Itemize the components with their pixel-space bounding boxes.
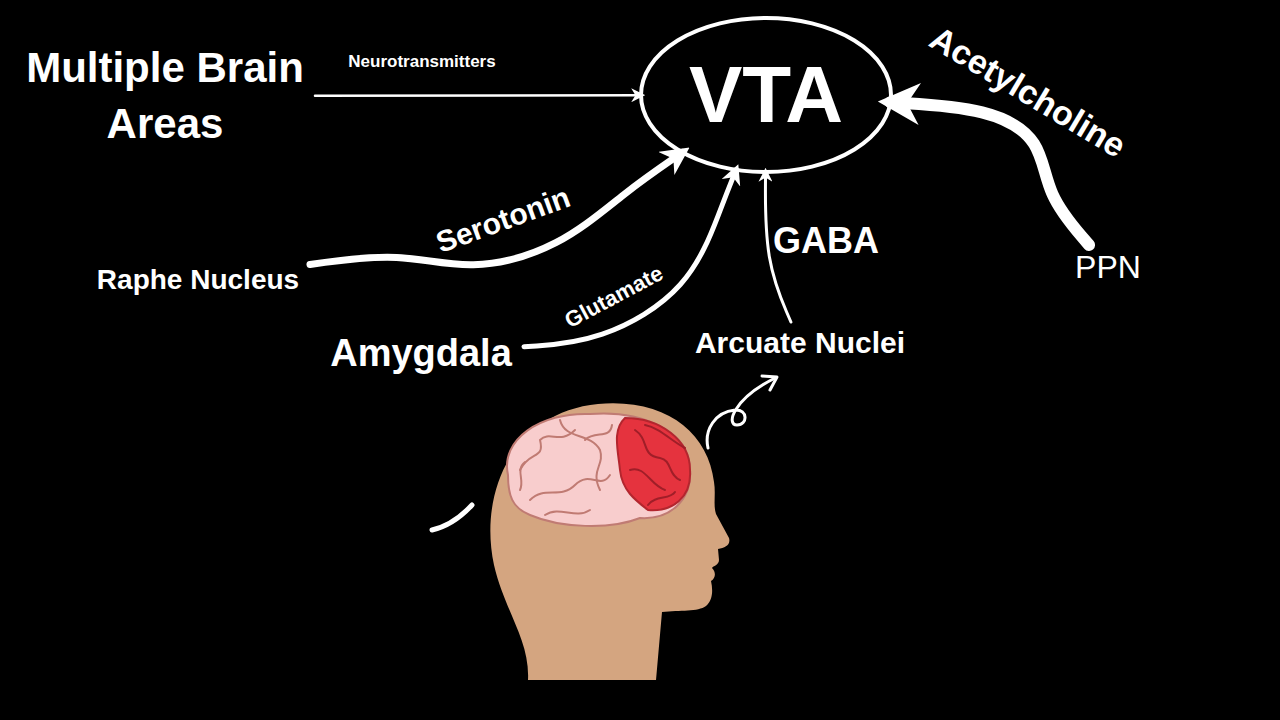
vta-ellipse: VTA xyxy=(639,16,893,174)
pathway-arrow xyxy=(315,94,641,97)
brain-fold xyxy=(520,462,525,490)
region-name: PPN xyxy=(1058,247,1158,287)
curl-line xyxy=(707,378,775,448)
region-name: Raphe Nucleus xyxy=(86,262,310,298)
brain-fold xyxy=(645,425,685,448)
brain-fold xyxy=(648,492,675,505)
frontal-lobe xyxy=(617,418,690,510)
neurotransmitter-label: Glutamate xyxy=(560,260,667,333)
brain-folds xyxy=(520,420,612,515)
brain-fold xyxy=(520,430,575,470)
neurotransmitter-label: Neurotransmitters xyxy=(348,52,495,72)
head-illustration xyxy=(490,403,729,680)
region-label: Raphe Nucleus xyxy=(86,260,310,300)
brain-shape xyxy=(507,413,690,525)
curl-arrow xyxy=(707,376,777,448)
neurotransmitter-label: Serotonin xyxy=(431,179,575,261)
region-name: Amygdala xyxy=(318,330,524,376)
frontal-folds xyxy=(630,425,685,505)
brain-fold xyxy=(560,420,601,490)
region-label: Amygdala xyxy=(318,327,524,379)
decor-stroke xyxy=(432,505,472,530)
region-label: Multiple Brain Areas xyxy=(15,40,315,152)
brain-fold xyxy=(545,510,590,515)
vta-name: VTA xyxy=(639,50,893,140)
pathway-arrow xyxy=(310,152,683,264)
curl-head xyxy=(762,376,777,390)
neurotransmitter-label: GABA xyxy=(773,219,879,262)
head-silhouette xyxy=(490,403,729,680)
neurotransmitter-label: Acetylcholine xyxy=(923,17,1134,166)
region-label: Arcuate Nuclei xyxy=(686,322,914,364)
region-name: Arcuate Nuclei xyxy=(686,324,914,362)
region-label: PPN xyxy=(1058,245,1158,289)
brain-fold xyxy=(630,469,665,490)
region-name: Multiple Brain Areas xyxy=(15,40,315,152)
brain-fold xyxy=(585,425,612,440)
